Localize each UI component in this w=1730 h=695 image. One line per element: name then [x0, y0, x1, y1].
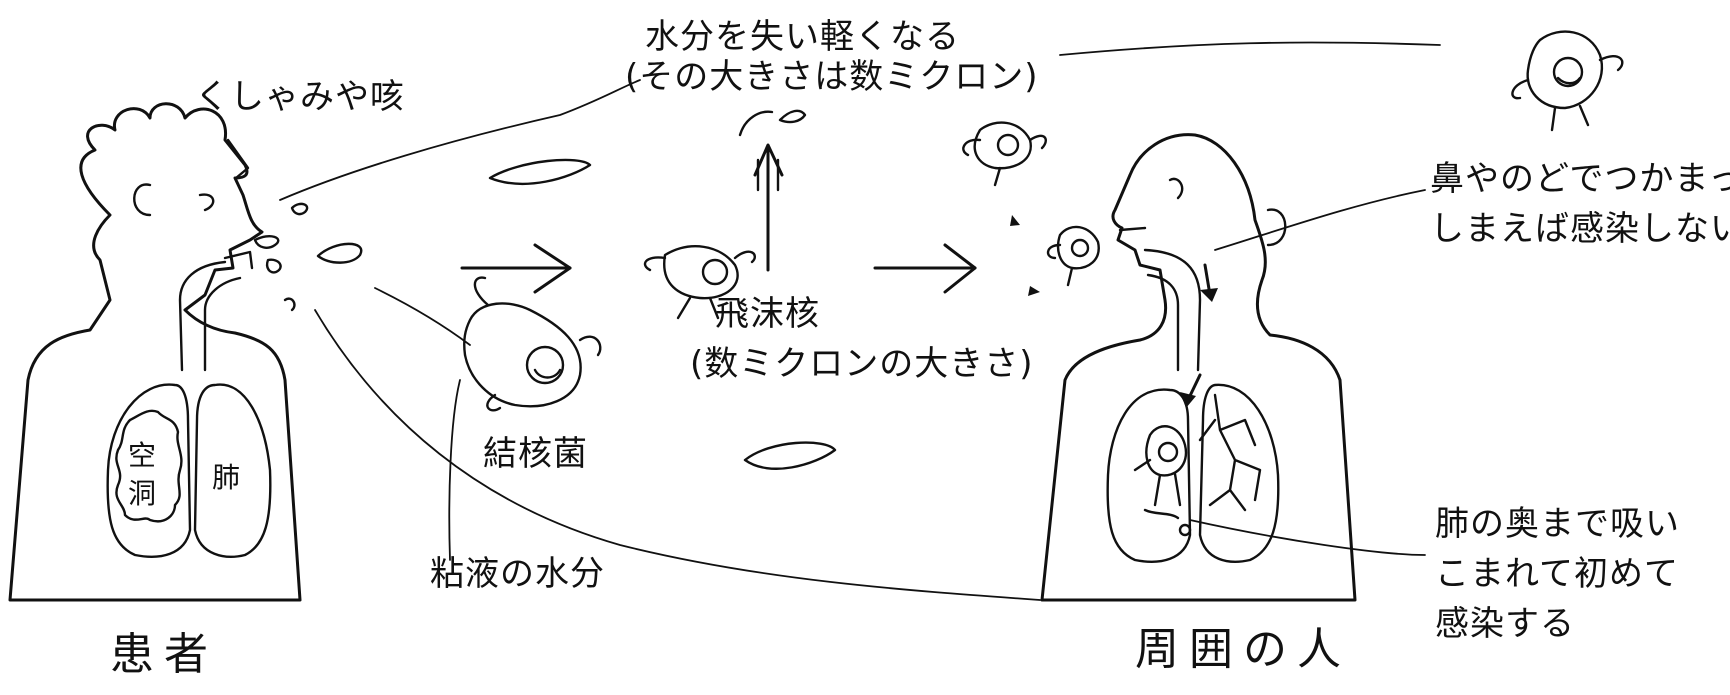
arrow-up: [753, 143, 784, 272]
droplet: [488, 158, 592, 185]
arrow-right-2: [873, 243, 977, 294]
label-dry-light-line1: 水分を失い軽くなる: [645, 17, 960, 57]
label-cavity-2: 洞: [128, 477, 158, 510]
patient-body-outline: [8, 102, 302, 602]
label-deep-lung-line2: こまれて初めて: [1435, 554, 1679, 594]
person-body-outline: [1040, 133, 1357, 602]
label-deep-lung-line1: 肺の奥まで吸い: [1435, 504, 1680, 544]
label-droplet-nuclei-line2: (数ミクロンの大きさ): [690, 344, 1034, 384]
arrow-right-1: [460, 243, 572, 294]
label-dry-light-line2: (その大きさは数ミクロン): [625, 57, 1039, 97]
bacterium-inhaled: [1010, 215, 1100, 296]
patient-ear: [133, 183, 152, 217]
label-patient: 患者: [110, 629, 218, 680]
bacterium-large: [463, 276, 602, 412]
pointer-nose: [1214, 189, 1426, 251]
person-lung-right: [1198, 383, 1280, 563]
label-droplet-nuclei-line1: 飛沫核: [715, 294, 820, 334]
bacterium-corner: [1511, 30, 1624, 132]
label-nose-throat-line2: しまえば感染しない: [1430, 209, 1730, 249]
patient-lung-right: [193, 383, 272, 558]
label-sneeze-cough: くしゃみや咳: [195, 77, 405, 117]
bacterium-flying: [643, 245, 756, 320]
surrounding-person-figure: [1040, 133, 1357, 602]
cavity: [115, 409, 183, 523]
droplet: [743, 441, 837, 470]
pointer-deep-lung: [1189, 519, 1426, 556]
line-to-top-label: [279, 79, 641, 201]
label-cavity-1: 空: [128, 439, 158, 472]
long-bottom-line: [314, 309, 1041, 601]
label-nose-throat-line1: 鼻やのどでつかまって: [1430, 159, 1730, 199]
label-surrounding-people: 周囲の人: [1135, 624, 1351, 675]
person-lung-left: [1106, 388, 1192, 563]
patient-lung-left: [106, 383, 192, 558]
label-mucus-water: 粘液の水分: [430, 554, 605, 594]
label-lung: 肺: [212, 461, 242, 494]
patient-eye: [198, 193, 215, 212]
patient-figure: [8, 102, 363, 602]
label-deep-lung-line3: 感染する: [1435, 604, 1575, 644]
bacterium-top: [962, 121, 1047, 187]
label-tb-bacteria: 結核菌: [483, 434, 588, 474]
